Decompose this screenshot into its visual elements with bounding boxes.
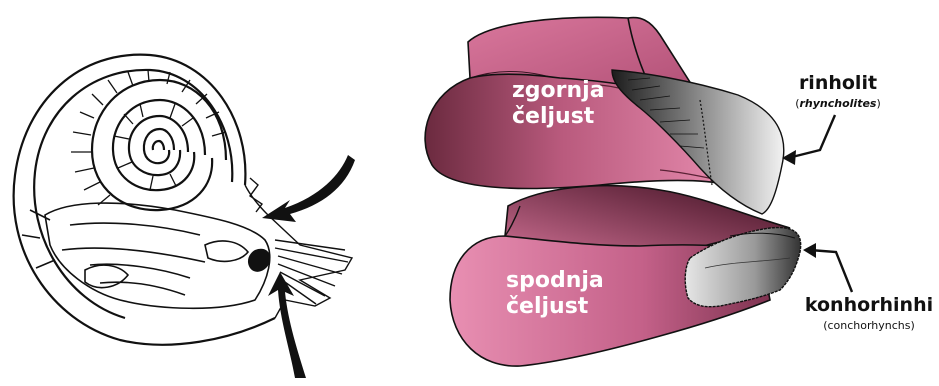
conchorhynch-name: konhorhinhi bbox=[802, 294, 936, 316]
soft-body bbox=[22, 203, 270, 308]
rhyncholite-label: rinholit (rhyncholites) bbox=[778, 72, 898, 110]
conchorhynch-label: konhorhinhi (conchorhynchs) bbox=[802, 294, 936, 332]
lower-jaw-label-line1: spodnja bbox=[506, 268, 604, 293]
hood-and-tentacles bbox=[245, 178, 352, 318]
shell-outline bbox=[14, 55, 275, 345]
beak-in-shell bbox=[248, 249, 270, 272]
upper-jaw-label: zgornja čeljust bbox=[512, 78, 605, 130]
rhyncholite-name: rinholit bbox=[778, 72, 898, 94]
conchorhynch-pointer-head bbox=[803, 243, 816, 258]
arrow-lower bbox=[268, 272, 306, 378]
conchorhynch-latin: (conchorhynchs) bbox=[802, 319, 936, 332]
lower-jaw bbox=[450, 186, 801, 366]
arrow-upper bbox=[262, 155, 355, 222]
lower-jaw-label-line2: čeljust bbox=[506, 294, 588, 319]
lower-jaw-label: spodnja čeljust bbox=[506, 268, 604, 320]
upper-jaw-label-line1: zgornja bbox=[512, 78, 605, 103]
rhyncholite-latin: (rhyncholites) bbox=[778, 97, 898, 110]
upper-jaw-label-line2: čeljust bbox=[512, 104, 594, 129]
conchorhynch-pointer bbox=[810, 250, 852, 292]
